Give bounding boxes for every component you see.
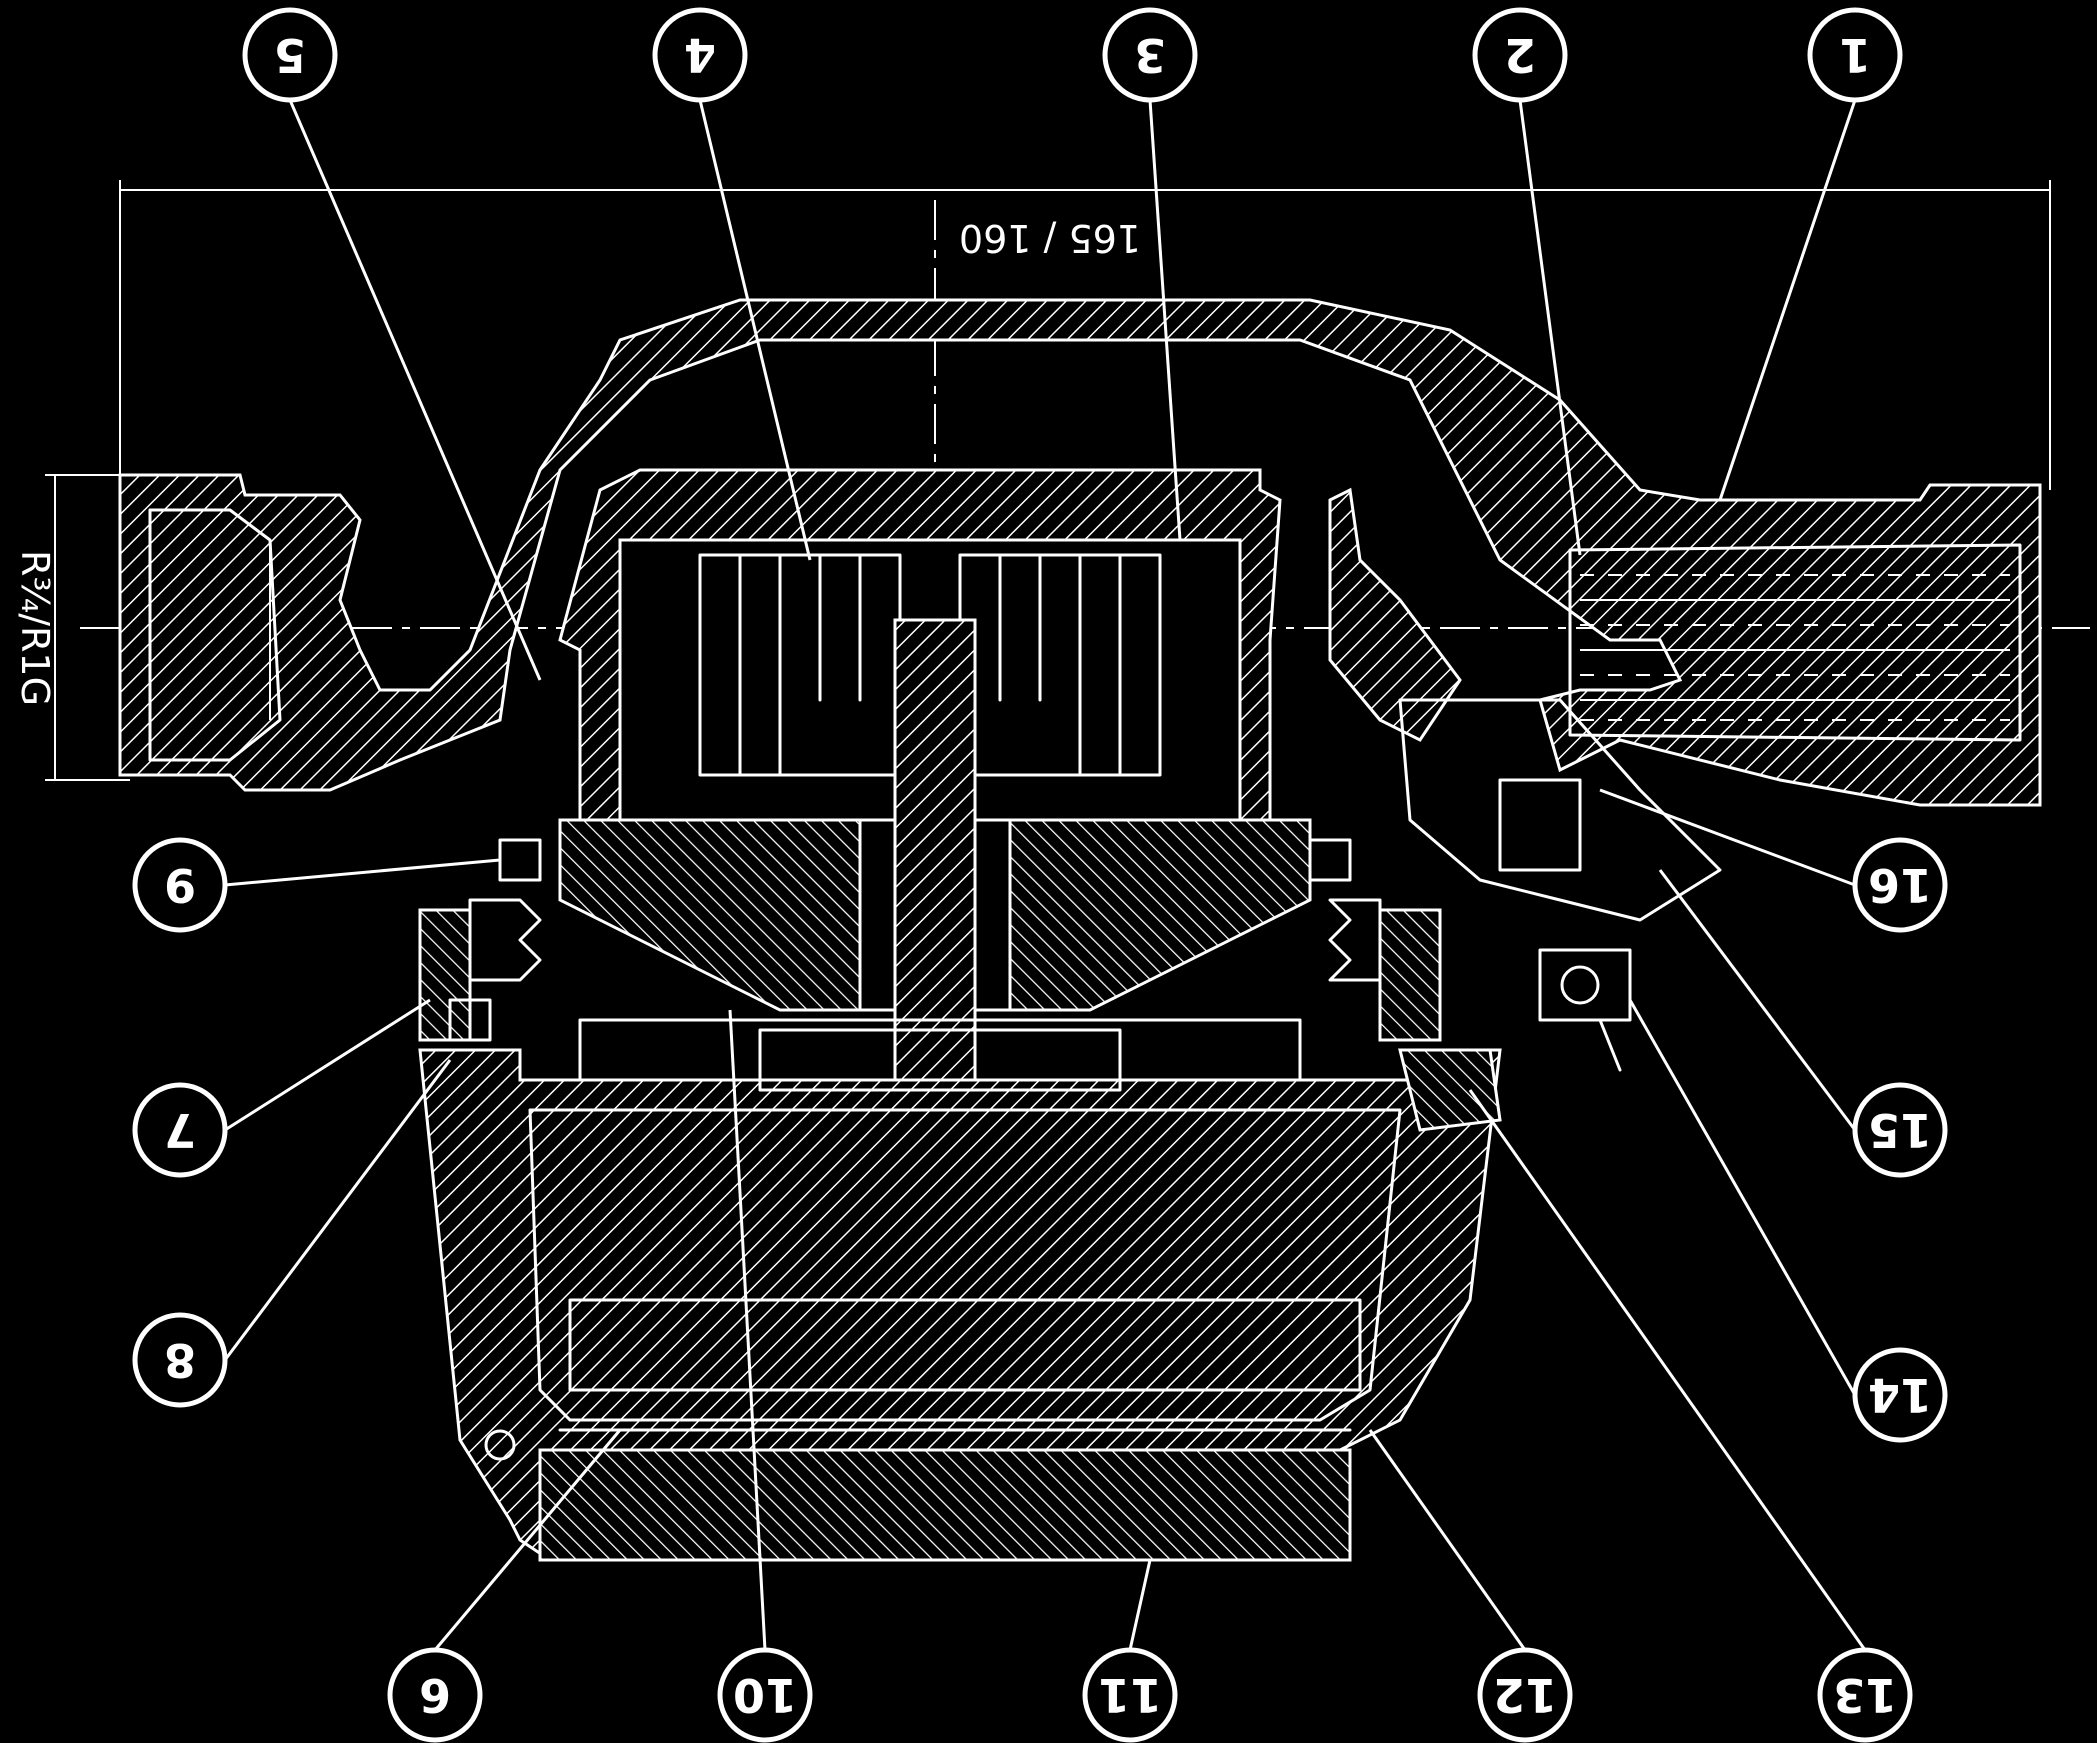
dimension-thread-label: R¾/R1G [13, 550, 57, 706]
length-dimension: 165 / 160 [119, 180, 2051, 490]
leader-lines [223, 99, 1867, 1651]
balloon-13: 13 [1817, 1647, 1913, 1743]
dimension-length-label: 165 / 160 [959, 216, 1141, 260]
thread-dimension: R¾/R1G [13, 474, 130, 781]
seal-details-right [1308, 838, 1442, 1042]
balloon-12: 12 [1477, 1647, 1573, 1743]
balloon-14-label: 14 [1868, 1368, 1932, 1422]
strainer-ribs [1580, 574, 2010, 721]
terminal-box [1328, 487, 1722, 1132]
balloon-12-label: 12 [1493, 1668, 1557, 1722]
balloon-8-label: 8 [164, 1333, 196, 1387]
balloon-10: 10 [717, 1647, 813, 1743]
balloon-6: 6 [387, 1647, 483, 1743]
balloon-2-label: 2 [1504, 28, 1536, 82]
balloon-1-label: 1 [1839, 28, 1871, 82]
balloon-14: 14 [1852, 1347, 1948, 1443]
balloon-13-label: 13 [1833, 1668, 1897, 1722]
pump-body [118, 298, 2042, 807]
balloon-7: 7 [132, 1082, 228, 1178]
balloon-16: 16 [1852, 837, 1948, 933]
balloon-16-label: 16 [1868, 858, 1932, 912]
balloon-5-label: 5 [274, 28, 306, 82]
balloon-7-label: 7 [164, 1103, 196, 1157]
balloon-4: 4 [652, 7, 748, 103]
balloon-1: 1 [1807, 7, 1903, 103]
balloon-15-label: 15 [1868, 1103, 1932, 1157]
balloon-3-label: 3 [1134, 28, 1166, 82]
balloon-2: 2 [1472, 7, 1568, 103]
balloon-9: 9 [132, 837, 228, 933]
motor-section [418, 618, 1502, 1562]
balloon-10-label: 10 [733, 1668, 797, 1722]
balloon-9-label: 9 [164, 858, 196, 912]
balloon-6-label: 6 [419, 1668, 451, 1722]
balloon-5: 5 [242, 7, 338, 103]
balloon-15: 15 [1852, 1082, 1948, 1178]
balloon-11-label: 11 [1098, 1668, 1162, 1722]
balloon-3: 3 [1102, 7, 1198, 103]
balloon-4-label: 4 [684, 28, 716, 82]
balloon-11: 11 [1082, 1647, 1178, 1743]
balloon-8: 8 [132, 1312, 228, 1408]
